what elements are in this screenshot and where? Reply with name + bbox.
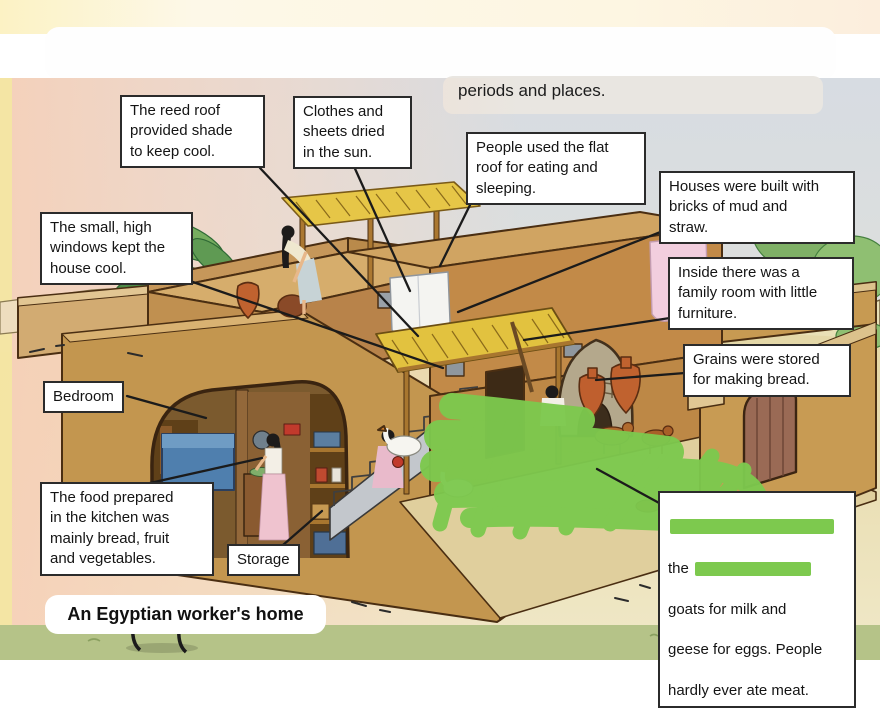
callout-grains: Grains were stored for making bread. — [683, 344, 851, 397]
text-panel — [443, 76, 823, 114]
leader-bricks — [456, 229, 665, 314]
kitchen-woman — [254, 433, 290, 541]
callout-bricks: Houses were built with bricks of mud and… — [659, 171, 855, 245]
callout-family-room: Inside there was a family room with litt… — [668, 257, 854, 331]
top-white-card — [45, 27, 836, 80]
leader-grains — [594, 371, 687, 382]
caption-text: An Egyptian worker's home — [67, 604, 304, 624]
leader-flat-roof — [438, 203, 472, 268]
roof-woman — [281, 225, 322, 314]
leader-food — [148, 456, 264, 485]
callout-flat-roof: People used the flat roof for eating and… — [466, 132, 646, 206]
animals-visible-word: the — [668, 559, 689, 577]
callout-windows: The small, high windows kept the house c… — [40, 212, 193, 286]
leader-storage — [281, 509, 324, 547]
partial-sentence: periods and places. — [458, 81, 606, 100]
leader-clothes — [350, 160, 412, 293]
animals-line: hardly ever ate meat. — [668, 682, 809, 700]
callout-animals: the goats for milk and geese for eggs. P… — [658, 491, 856, 708]
leader-animals — [595, 467, 663, 506]
leader-bedroom — [125, 394, 208, 420]
redaction-bar — [694, 561, 811, 576]
animals-line: geese for eggs. People — [668, 641, 823, 659]
cutaway-edge — [150, 380, 350, 559]
redaction-bar — [670, 519, 834, 535]
bedroom-bed — [160, 426, 235, 491]
callout-storage: Storage — [227, 544, 300, 577]
leader-lines — [125, 160, 687, 547]
diagram-caption: An Egyptian worker's home — [45, 595, 326, 634]
yellow-edge — [0, 78, 12, 628]
callout-food: The food prepared in the kitchen was mai… — [40, 482, 214, 576]
callout-bedroom: Bedroom — [43, 381, 124, 414]
leader-reed-roof — [258, 166, 420, 338]
courtyard-gate-icon — [742, 385, 798, 490]
leader-family-room — [522, 316, 672, 342]
callout-reed-roof: The reed roof provided shade to keep coo… — [120, 95, 265, 169]
callout-clothes: Clothes and sheets dried in the sun. — [293, 96, 412, 170]
animals-line: goats for milk and — [668, 600, 787, 618]
reed-awning — [375, 307, 575, 373]
leader-windows — [188, 279, 445, 370]
